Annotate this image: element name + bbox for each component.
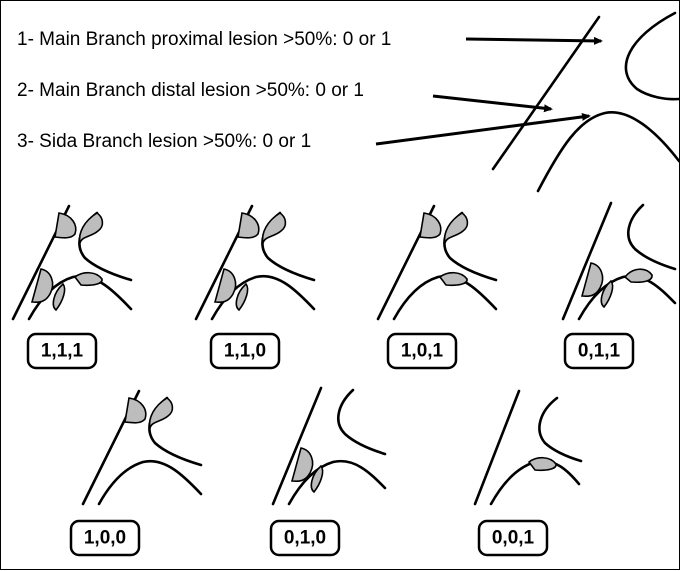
legend-item-distal: 2- Main Branch distal lesion >50%: 0 or … — [17, 80, 364, 101]
code-box — [477, 519, 549, 557]
lesion-distal — [580, 262, 604, 298]
lesion-proximal — [237, 212, 260, 239]
lesion-main-lower — [235, 282, 249, 312]
lesion-side-upper — [443, 212, 469, 244]
legend-item-proximal: 1- Main Branch proximal lesion >50%: 0 o… — [17, 29, 391, 50]
code-label: 1,1,1 — [41, 341, 84, 362]
lesion-proximal — [54, 212, 77, 239]
panel-1-1-1: 1,1,1 — [11, 204, 133, 370]
arrow-distal — [432, 94, 553, 113]
code-box — [26, 332, 98, 370]
panel-0-0-1: 0,0,1 — [473, 389, 583, 557]
lesion-side-branch — [527, 456, 557, 472]
lesion-side-upper — [78, 212, 104, 244]
lesion-main-lower — [310, 464, 324, 494]
lesion-side-branch — [623, 268, 653, 284]
panel-0-1-0: 0,1,0 — [269, 386, 387, 557]
code-box — [69, 519, 141, 557]
lesion-main-lower — [600, 279, 614, 309]
panel-1-0-1: 1,0,1 — [376, 204, 498, 370]
lesion-proximal — [419, 212, 442, 239]
panel-0-1-1: 0,1,1 — [561, 201, 677, 370]
code-label: 0,1,1 — [578, 341, 621, 362]
panel-1-0-0: 1,0,0 — [69, 389, 203, 557]
arrow-proximal — [465, 36, 603, 45]
lesion-side-upper — [261, 212, 287, 244]
lesion-distal — [290, 447, 314, 483]
arrow-side-branch — [375, 112, 591, 146]
code-box — [386, 332, 458, 370]
lesion-side-branch — [73, 271, 103, 287]
code-label: 0,0,1 — [492, 528, 535, 549]
lesion-distal — [213, 268, 237, 304]
code-label: 1,1,0 — [224, 341, 266, 362]
code-box — [269, 519, 341, 557]
code-box — [209, 332, 281, 370]
code-label: 1,0,0 — [84, 528, 126, 549]
lesion-proximal — [124, 397, 147, 424]
lesion-side-branch — [438, 271, 468, 287]
lesion-distal — [30, 268, 54, 304]
code-label: 1,0,1 — [401, 341, 444, 362]
lesion-main-lower — [52, 282, 66, 312]
reference-bifurcation — [491, 11, 680, 193]
code-box — [563, 332, 635, 370]
legend-item-side-branch: 3- Sida Branch lesion >50%: 0 or 1 — [17, 131, 311, 152]
panel-1-1-0: 1,1,0 — [194, 204, 316, 370]
lesion-side-upper — [148, 397, 174, 429]
code-label: 0,1,0 — [284, 528, 326, 549]
